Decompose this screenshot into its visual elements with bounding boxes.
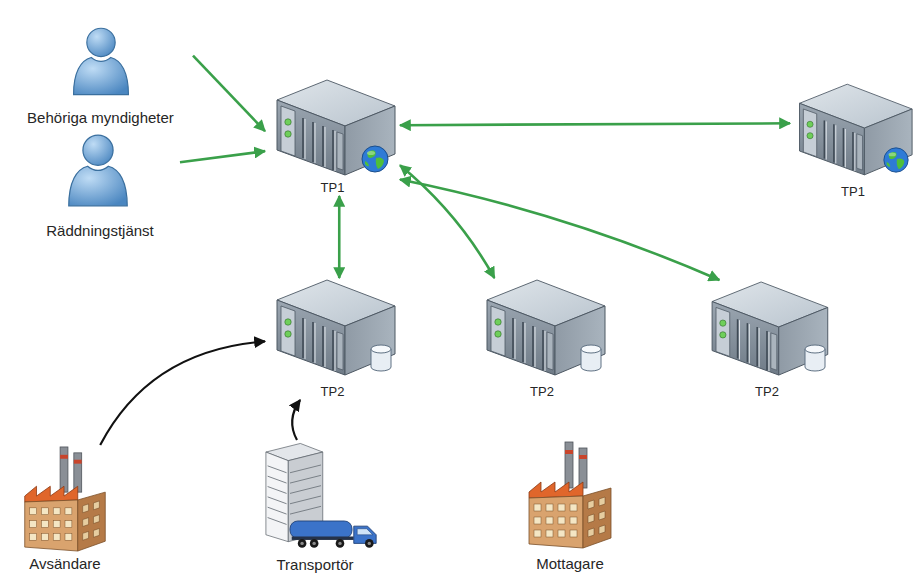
icon-graphic [70,25,132,97]
node-label: TP1 [265,180,400,196]
data-link-arrow [400,123,790,125]
factory-icon: Avsändare [10,445,120,573]
icon-graphic [803,344,827,372]
node-label: TP2 [697,384,837,400]
icon-graphic [882,146,910,174]
upload-arrow [100,341,265,445]
person-icon: Behöriga myndigheter [8,25,193,127]
icon-graphic [20,445,110,553]
node-label: Mottagare [515,555,625,573]
node-label: Avsändare [10,555,120,573]
icon-graphic [360,144,390,174]
data-link-arrow [180,151,265,162]
icon-graphic [369,344,393,372]
node-label: Behöriga myndigheter [8,109,193,127]
person-icon: Räddningstjänst [20,132,180,240]
node-label: TP1 [790,184,916,200]
node-label: Räddningstjänst [20,222,180,240]
data-link-arrow [338,196,341,278]
node-label: TP2 [265,384,400,400]
factory-icon: Mottagare [515,425,625,573]
upload-arrow [292,400,300,440]
transport-icon: Transportör [240,440,390,574]
server-tp2: TP2 [697,280,837,400]
server-tp1: TP1 [265,78,400,196]
icon-graphic [240,440,390,552]
icon-graphic [65,132,131,208]
node-label: TP2 [472,384,612,400]
node-label: Transportör [240,556,390,574]
data-link-arrow [193,56,265,132]
icon-graphic [579,344,603,372]
server-tp2: TP2 [265,278,400,400]
server-tp2: TP2 [472,278,612,400]
icon-graphic [525,439,615,551]
data-link-arrow [400,179,719,280]
server-tp1: TP1 [790,82,916,200]
